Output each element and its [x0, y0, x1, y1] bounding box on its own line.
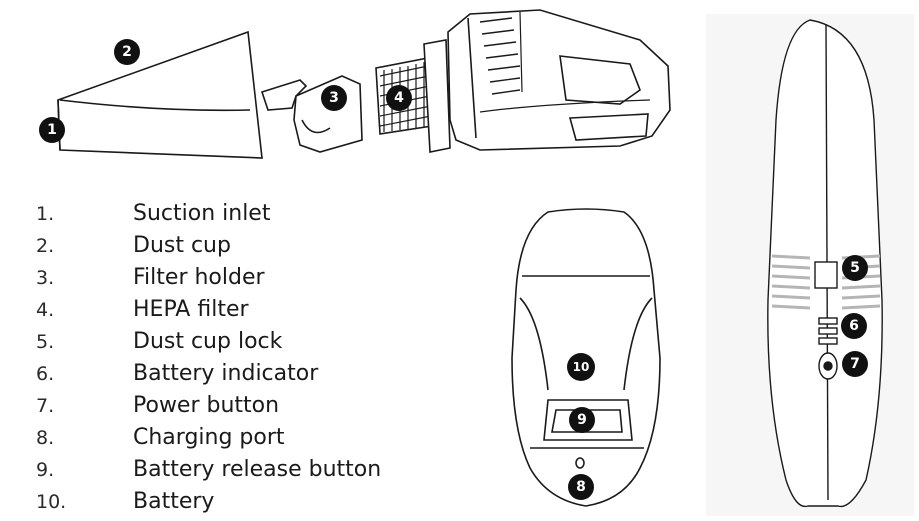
legend-number: 10.: [36, 491, 67, 513]
svg-text:9: 9: [577, 412, 587, 428]
legend-item: 9. Battery release button: [36, 454, 456, 486]
legend-label: Battery: [133, 489, 215, 514]
svg-text:5: 5: [850, 260, 860, 276]
svg-text:6: 6: [849, 318, 859, 334]
legend-number: 8.: [36, 427, 55, 449]
filter-holder-drawing: [260, 75, 363, 153]
legend-number: 3.: [36, 267, 55, 289]
callout-3: 3: [321, 85, 347, 111]
svg-text:4: 4: [394, 90, 404, 106]
legend-item: 1. Suction inlet: [36, 198, 456, 230]
legend-item: 4. HEPA filter: [36, 294, 456, 326]
legend-label: Suction inlet: [133, 201, 271, 226]
side-view: [706, 14, 914, 516]
legend-number: 2.: [36, 235, 55, 257]
svg-text:10: 10: [573, 360, 590, 374]
svg-text:7: 7: [850, 356, 860, 372]
legend-item: 6. Battery indicator: [36, 358, 456, 390]
svg-text:3: 3: [329, 90, 339, 106]
legend-item: 7. Power button: [36, 390, 456, 422]
legend-label: Filter holder: [133, 265, 265, 290]
legend-label: HEPA filter: [133, 297, 249, 322]
parts-legend: 1. Suction inlet 2. Dust cup 3. Filter h…: [36, 198, 456, 518]
callout-5: 5: [842, 255, 868, 281]
exploded-view: [57, 9, 671, 159]
dust-cup-drawing: [57, 30, 263, 159]
callout-10: 10: [567, 353, 595, 381]
legend-item: 3. Filter holder: [36, 262, 456, 294]
callout-7: 7: [842, 351, 868, 377]
svg-text:8: 8: [576, 479, 586, 495]
legend-item: 8. Charging port: [36, 422, 456, 454]
legend-label: Battery indicator: [133, 361, 319, 386]
legend-item: 10. Battery: [36, 486, 456, 518]
legend-label: Battery release button: [133, 457, 382, 482]
callout-2: 2: [114, 39, 140, 65]
legend-number: 9.: [36, 459, 55, 481]
legend-number: 1.: [36, 203, 55, 225]
legend-number: 5.: [36, 331, 55, 353]
callout-9: 9: [569, 407, 595, 433]
legend-label: Dust cup: [133, 233, 231, 258]
legend-number: 7.: [36, 395, 55, 417]
legend-item: 2. Dust cup: [36, 230, 456, 262]
svg-text:1: 1: [47, 122, 57, 138]
callout-8: 8: [568, 474, 594, 500]
callout-1: 1: [39, 117, 65, 143]
legend-label: Power button: [133, 393, 280, 418]
legend-number: 6.: [36, 363, 55, 385]
legend-label: Charging port: [133, 425, 285, 450]
callout-4: 4: [386, 85, 412, 111]
legend-number: 4.: [36, 299, 55, 321]
svg-text:2: 2: [122, 44, 132, 60]
legend-label: Dust cup lock: [133, 329, 283, 354]
legend-item: 5. Dust cup lock: [36, 326, 456, 358]
motor-body-drawing: [447, 9, 671, 151]
callout-6: 6: [841, 313, 867, 339]
